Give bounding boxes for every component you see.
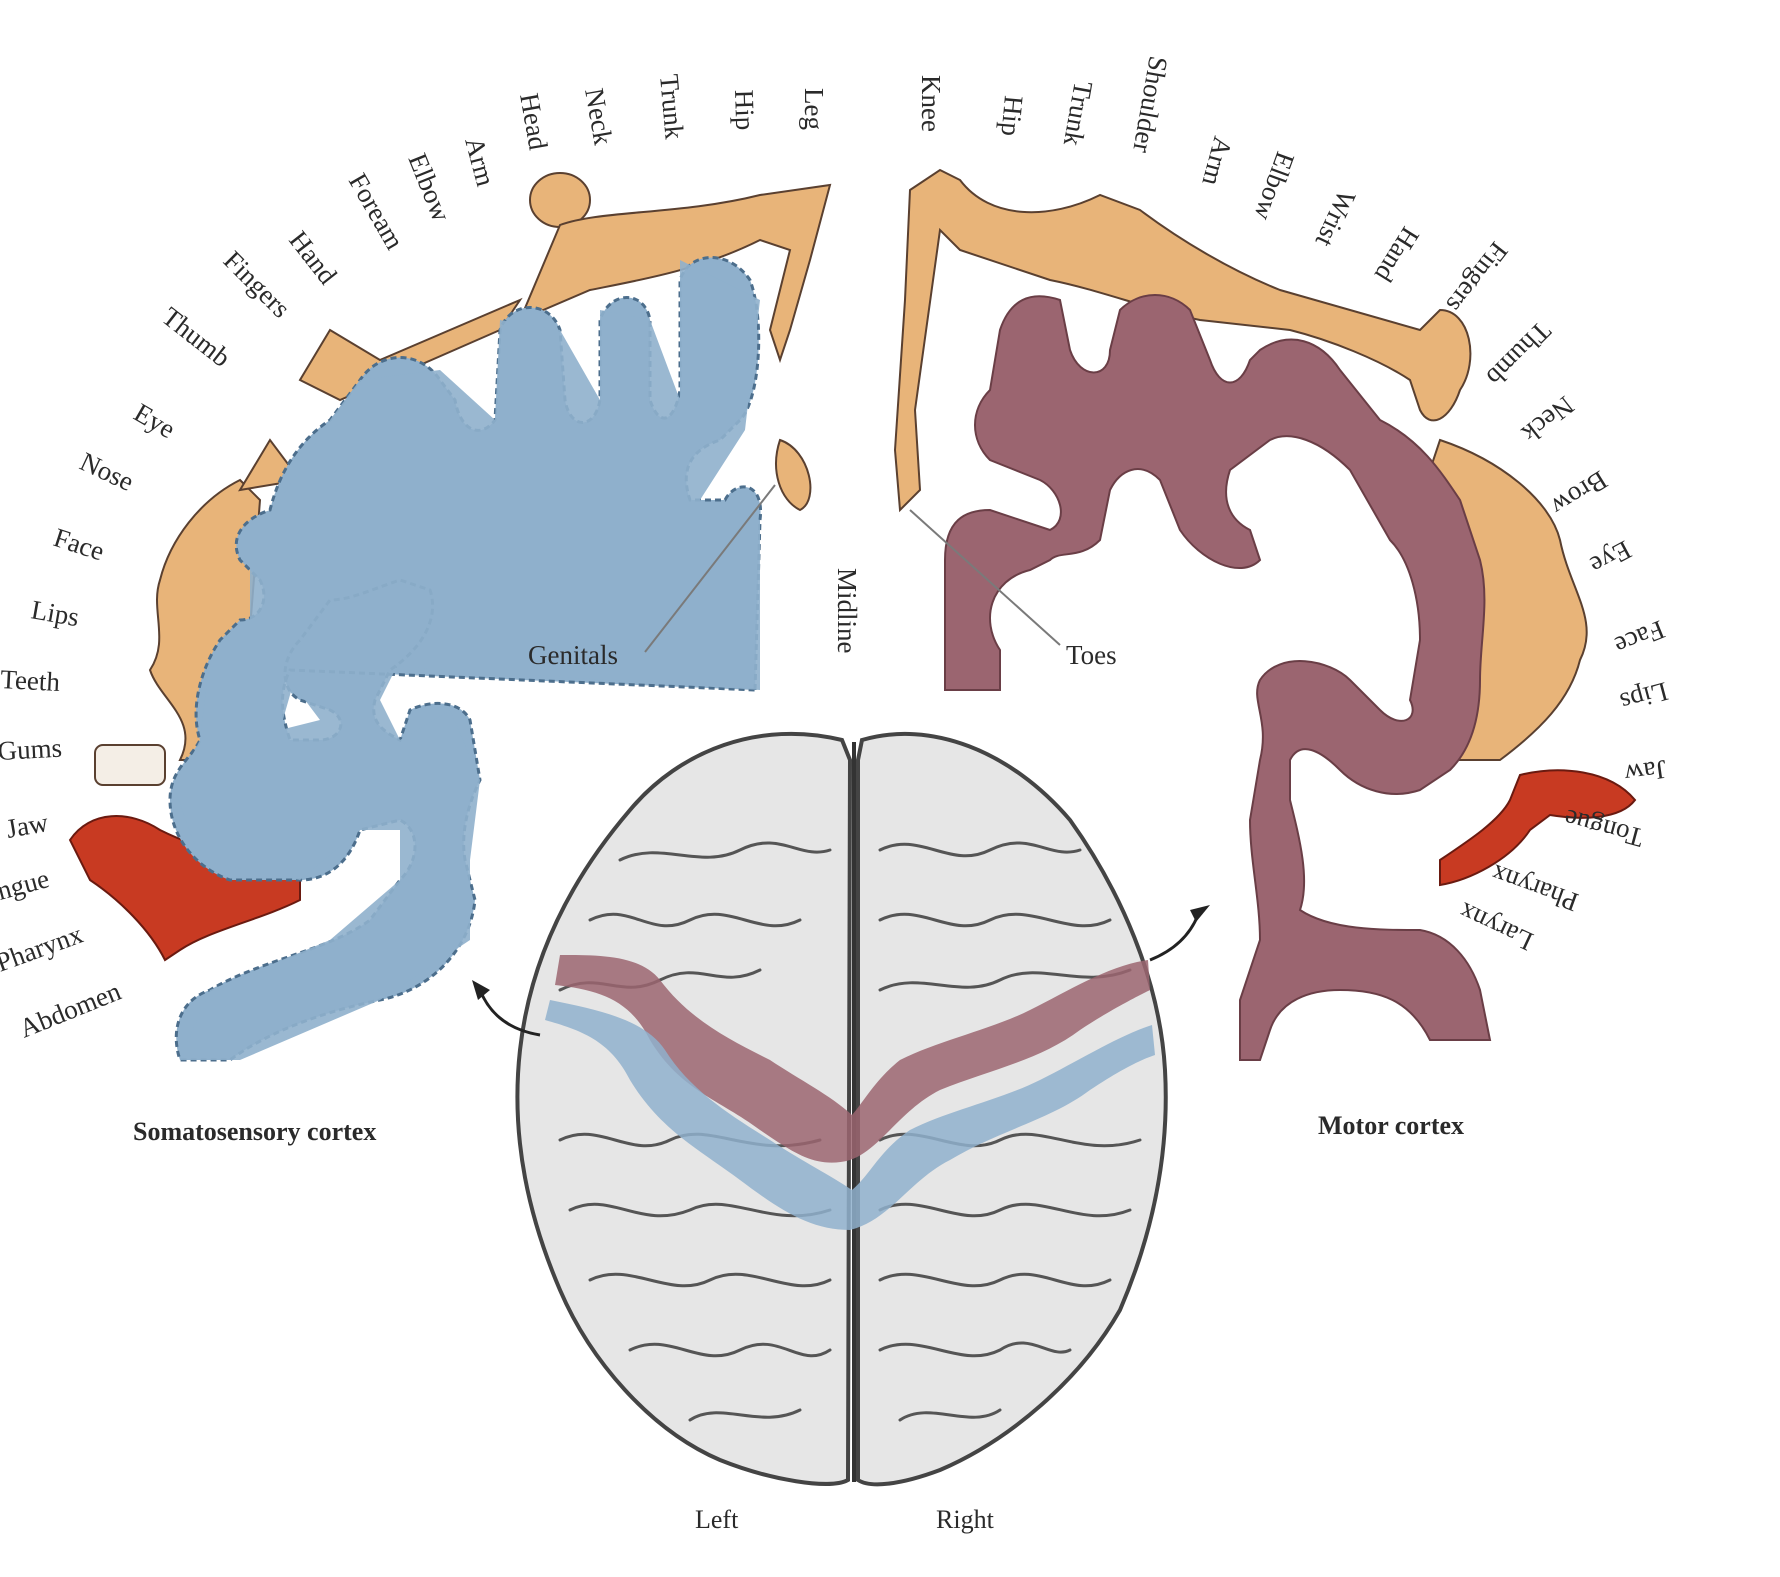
- sensory-label-foream: Foream: [343, 168, 410, 254]
- arrow-to-motor: [1150, 915, 1198, 960]
- motor-label-knee: Knee: [916, 75, 946, 132]
- motor-label-hip: Hip: [995, 94, 1028, 137]
- sensory-label-arm: Arm: [459, 134, 501, 190]
- sensory-label-thumb: Thumb: [156, 301, 236, 373]
- motor-label-eye: Eye: [1585, 535, 1636, 581]
- sensory-label-gums: Gums: [0, 733, 63, 766]
- sensory-label-teeth: Teeth: [0, 664, 61, 697]
- sensory-label-head: Head: [514, 91, 554, 153]
- sensory-caption: Somatosensory cortex: [133, 1117, 376, 1146]
- hemisphere-left-label: Left: [695, 1505, 739, 1534]
- sensory-label-face: Face: [50, 522, 108, 566]
- motor-label-jaw: Jaw: [1622, 754, 1668, 790]
- sensory-label-hip: Hip: [729, 89, 760, 131]
- sensory-label-neck: Neck: [579, 86, 619, 148]
- motor-caption: Motor cortex: [1318, 1111, 1464, 1140]
- motor-label-elbow: Elbow: [1248, 148, 1300, 225]
- motor-label-brow: Brow: [1546, 465, 1613, 523]
- sensory-label-nose: Nose: [75, 446, 138, 497]
- motor-label-pharynx: Pharynx: [1487, 858, 1582, 917]
- sensory-label-leg: Leg: [799, 88, 829, 130]
- sensory-label-fingers: Fingers: [218, 245, 296, 323]
- motor-label-larynx: Larynx: [1454, 896, 1538, 956]
- sensory-label-lips: Lips: [29, 594, 81, 632]
- motor-label-arm: Arm: [1196, 133, 1238, 189]
- arrowhead-motor: [1190, 905, 1210, 922]
- motor-label-wrist: Wrist: [1309, 185, 1361, 252]
- motor-label-thumb: Thumb: [1481, 316, 1557, 392]
- toes-label: Toes: [1066, 640, 1117, 670]
- brain-top-view: [517, 734, 1165, 1484]
- sensory-label-abdomen: Abdomen: [15, 976, 125, 1044]
- sensory-label-hand: Hand: [283, 225, 343, 290]
- midline-label: Midline: [832, 568, 862, 654]
- motor-label-lips: Lips: [1617, 676, 1671, 717]
- sensory-label-elbow: Elbow: [402, 149, 456, 226]
- motor-label-shoulder: Shoulder: [1127, 54, 1173, 155]
- sensory-label-eye: Eye: [129, 397, 180, 444]
- motor-label-face: Face: [1610, 614, 1669, 661]
- sensory-label-trunk: Trunk: [654, 73, 690, 141]
- teeth-graphic: [95, 745, 165, 785]
- sensory-label-jaw: Jaw: [4, 807, 51, 844]
- arrowhead-sensory: [472, 980, 490, 1000]
- motor-label-neck: Neck: [1516, 390, 1580, 449]
- sensory-label-pharynx: Pharynx: [0, 918, 87, 977]
- hemisphere-right-label: Right: [936, 1505, 995, 1534]
- sensory-label-tongue: ngue: [0, 863, 52, 906]
- motor-label-trunk: Trunk: [1058, 79, 1099, 149]
- genitals-label: Genitals: [528, 640, 618, 670]
- motor-label-hand: Hand: [1369, 222, 1426, 288]
- motor-label-fingers: Fingers: [1440, 236, 1514, 318]
